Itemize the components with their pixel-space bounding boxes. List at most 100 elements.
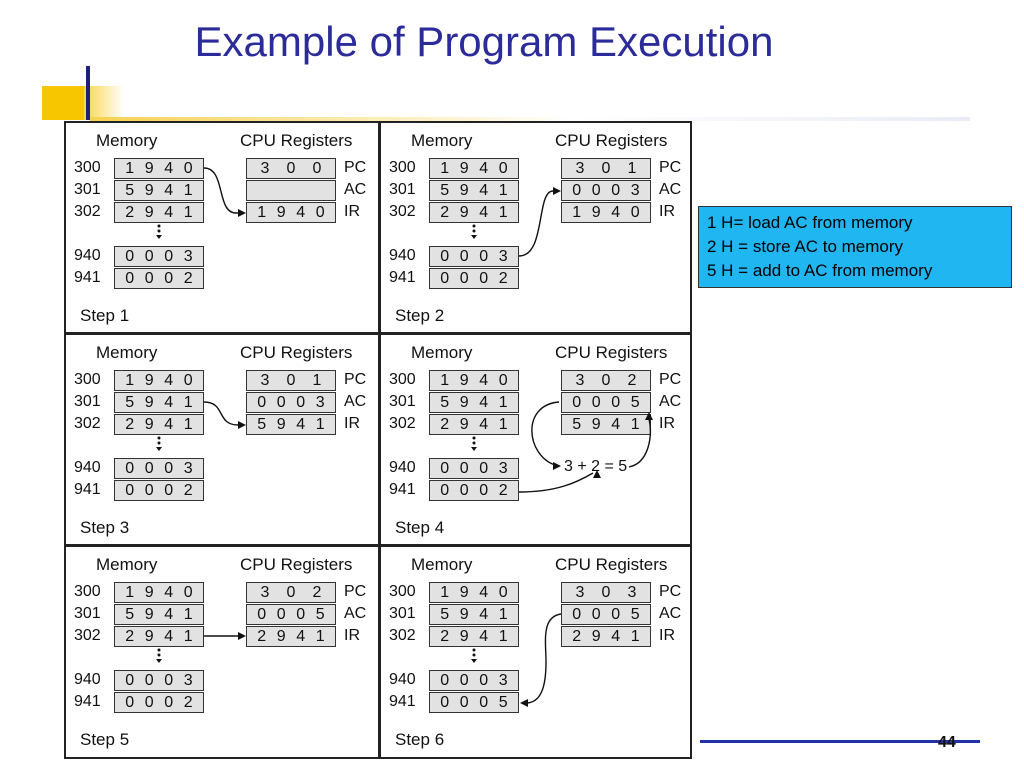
memory-address: 940 — [389, 671, 416, 688]
digit-cell: 0 — [498, 159, 508, 177]
digit-cell: 4 — [164, 583, 174, 601]
memory-address: 301 — [74, 181, 101, 198]
digit-cell: 1 — [312, 371, 322, 389]
digit-cell: 0 — [479, 459, 489, 477]
digit-cell: 3 — [575, 583, 585, 601]
digit-cell: 9 — [459, 415, 469, 433]
digit-cell: 0 — [440, 459, 450, 477]
digit-cell: 4 — [296, 203, 306, 221]
digit-cell: 9 — [144, 393, 154, 411]
digit-cell: 0 — [479, 247, 489, 265]
memory-address: 940 — [74, 459, 101, 476]
digit-cell: 1 — [315, 627, 325, 645]
digit-cell: 0 — [125, 693, 135, 711]
flow-arrow — [518, 472, 594, 493]
digit-cell: 1 — [125, 159, 135, 177]
digit-cell: 0 — [164, 693, 174, 711]
memory-address: 301 — [74, 393, 101, 410]
digit-cell: 4 — [164, 393, 174, 411]
data-flow-arrows — [156, 401, 246, 451]
footer-rule — [700, 740, 980, 743]
ac-label: AC — [659, 605, 682, 622]
digit-cell: 2 — [498, 481, 508, 499]
ir-label: IR — [344, 415, 360, 432]
digit-cell: 1 — [498, 203, 508, 221]
digit-cell: 1 — [183, 415, 193, 433]
digit-cell: 9 — [591, 627, 601, 645]
cpu-registers-heading: CPU Registers — [240, 343, 353, 362]
digit-cell: 0 — [125, 671, 135, 689]
digit-cell: 3 — [183, 459, 193, 477]
digit-cell: 0 — [125, 481, 135, 499]
digit-cell: 0 — [479, 481, 489, 499]
ellipsis-dot — [471, 447, 477, 451]
digit-cell: 0 — [257, 605, 267, 623]
step-label: Step 3 — [80, 518, 130, 537]
digit-cell: 0 — [164, 247, 174, 265]
digit-cell: 2 — [440, 627, 450, 645]
pc-label: PC — [659, 159, 682, 176]
digit-cell: 0 — [125, 459, 135, 477]
ac-label: AC — [659, 181, 682, 198]
arrow-head — [238, 632, 246, 640]
pc-label: PC — [344, 583, 367, 600]
digit-cell: 0 — [459, 693, 469, 711]
digit-cell: 0 — [630, 203, 640, 221]
digit-cell: 1 — [315, 415, 325, 433]
digit-cell: 1 — [498, 181, 508, 199]
digit-cell: 2 — [183, 481, 193, 499]
digit-cell: 3 — [630, 181, 640, 199]
flow-arrow — [628, 418, 652, 468]
title-decoration-rule — [90, 117, 970, 121]
ellipsis-dot — [156, 447, 162, 451]
arrow-head — [520, 699, 528, 707]
cpu-registers-heading: CPU Registers — [555, 343, 668, 362]
digit-cell: 0 — [144, 671, 154, 689]
digit-cell: 0 — [296, 393, 306, 411]
ac-label: AC — [344, 605, 367, 622]
memory-address: 941 — [74, 269, 101, 286]
digit-cell: 3 — [575, 371, 585, 389]
memory-address: 301 — [389, 393, 416, 410]
cpu-registers-heading: CPU Registers — [240, 555, 353, 574]
digit-cell: 4 — [296, 415, 306, 433]
cpu-registers-heading: CPU Registers — [555, 131, 668, 150]
digit-cell: 0 — [440, 247, 450, 265]
grid-divider-horizontal-1 — [66, 332, 690, 335]
digit-cell: 3 — [183, 247, 193, 265]
memory-address: 300 — [389, 371, 416, 388]
data-flow-arrows — [156, 632, 246, 663]
digit-cell: 4 — [164, 181, 174, 199]
digit-cell: 4 — [164, 203, 174, 221]
title-decoration-square — [42, 86, 84, 120]
arrow-head — [553, 187, 561, 195]
title-decoration-fade — [84, 86, 124, 120]
digit-cell: 9 — [276, 203, 286, 221]
digit-cell: 0 — [440, 269, 450, 287]
memory-heading: Memory — [411, 343, 473, 362]
digit-cell: 1 — [183, 181, 193, 199]
digit-cell: 0 — [591, 605, 601, 623]
memory-address: 302 — [389, 203, 416, 220]
memory-address: 302 — [74, 415, 101, 432]
digit-cell: 3 — [498, 247, 508, 265]
digit-cell: 3 — [315, 393, 325, 411]
